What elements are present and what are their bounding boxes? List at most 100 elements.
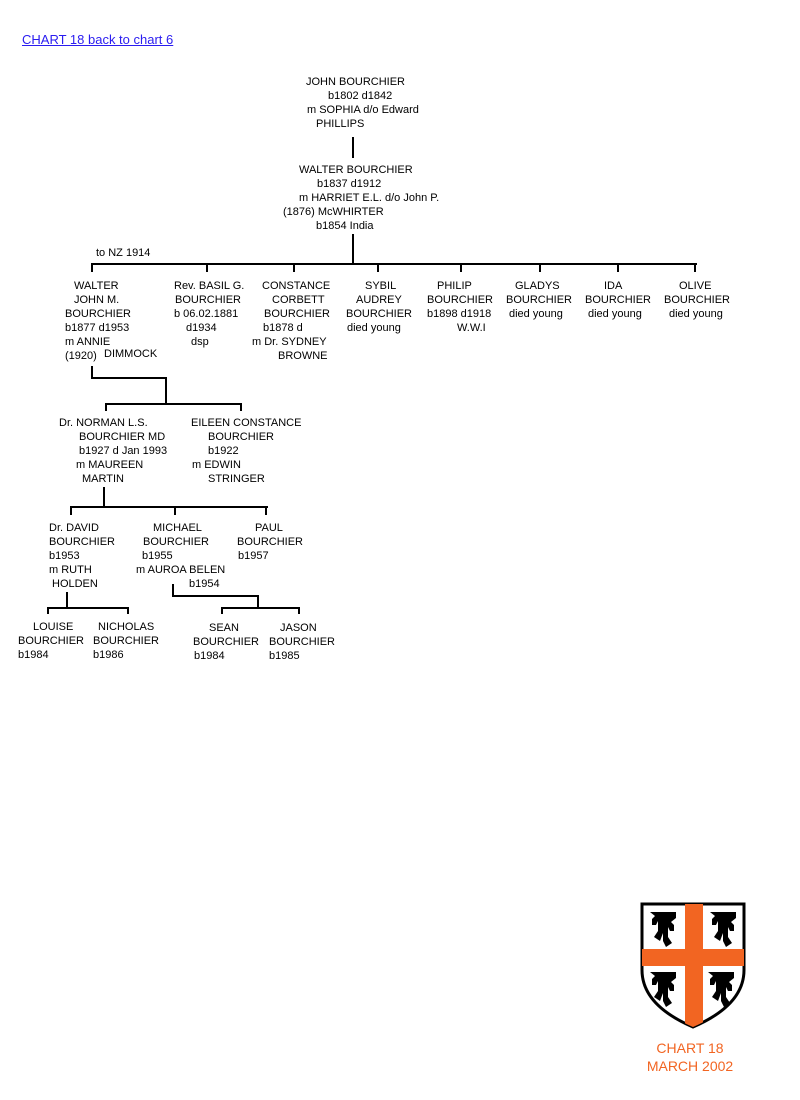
note-line: died young (347, 322, 401, 334)
name-line: CONSTANCE (262, 280, 331, 292)
spouse-surname: DIMMOCK (104, 348, 158, 360)
marriage-line: m AUROA BELEN (136, 564, 226, 576)
birth-line: b1854 India (316, 220, 374, 232)
spouse-birth-line: b1954 (189, 578, 220, 590)
dates-line: b1898 d1918 (427, 308, 492, 320)
name-line: NICHOLAS (98, 621, 155, 633)
name-line: GLADYS (515, 280, 560, 292)
name-line: BOURCHIER (18, 635, 85, 647)
marriage-line: MARTIN (82, 473, 124, 485)
name-line: BOURCHIER (93, 635, 160, 647)
coat-of-arms-shield-icon (640, 902, 746, 1029)
dates-line: b1877 d1953 (65, 322, 130, 334)
dates-line: b1957 (238, 550, 269, 562)
name-line: LOUISE (33, 621, 74, 633)
connector-line (352, 234, 354, 265)
connector-line (91, 366, 93, 379)
name-line: OLIVE (679, 280, 712, 292)
name-line: BOURCHIER (585, 294, 652, 306)
name-line: SEAN (209, 622, 239, 634)
name-line: JOHN BOURCHIER (306, 76, 406, 88)
connector-line (240, 403, 242, 411)
marriage-line: PHILLIPS (316, 118, 365, 130)
name-line: BOURCHIER (264, 308, 331, 320)
marriage-line: STRINGER (208, 473, 265, 485)
marriage-line: m EDWIN (192, 459, 241, 471)
back-to-chart-6-link[interactable]: CHART 18 back to chart 6 (22, 32, 174, 47)
dates-line: b1837 d1912 (317, 178, 382, 190)
name-line: BOURCHIER (143, 536, 210, 548)
name-line: BOURCHIER (506, 294, 573, 306)
name-line: BOURCHIER (427, 294, 494, 306)
marriage-line: m SOPHIA d/o Edward (307, 104, 419, 116)
connector-line (298, 607, 300, 614)
name-line: BOURCHIER (237, 536, 304, 548)
name-line: PHILIP (437, 280, 472, 292)
connector-line (257, 595, 259, 608)
name-line: BOURCHIER (193, 636, 260, 648)
connector-line (165, 377, 167, 405)
dates-line: b1802 d1842 (328, 90, 393, 102)
marriage-line: HOLDEN (52, 578, 98, 590)
dates-line: b1922 (208, 445, 239, 457)
name-line: SYBIL (365, 280, 397, 292)
note-line: dsp (191, 336, 209, 348)
dates-line: b1985 (269, 650, 300, 662)
dates-line: b1955 (142, 550, 173, 562)
marriage-line: m MAUREEN (76, 459, 144, 471)
connector-line (105, 403, 107, 411)
name-line: AUDREY (356, 294, 402, 306)
connector-line (352, 137, 354, 158)
connector-line (293, 263, 295, 272)
connector-line (694, 263, 696, 272)
marriage-line: m RUTH (49, 564, 92, 576)
sibling-bar (70, 506, 268, 508)
name-line: JASON (280, 622, 317, 634)
marriage-year: (1920) (65, 350, 97, 362)
connector-line (91, 263, 93, 272)
dates-line: b1984 (18, 649, 49, 661)
name-line: BOURCHIER (269, 636, 336, 648)
name-line: CORBETT (272, 294, 325, 306)
name-line: BOURCHIER (208, 431, 275, 443)
connector-line (206, 263, 208, 272)
dates-line: b1927 d Jan 1993 (79, 445, 168, 457)
connector-line (47, 607, 49, 614)
dates-line: b1984 (194, 650, 225, 662)
note-line: died young (588, 308, 642, 320)
note-line: died young (669, 308, 723, 320)
connector-line (91, 377, 167, 379)
connector-line (221, 607, 223, 614)
name-line: WALTER (74, 280, 119, 292)
name-line: MICHAEL (153, 522, 202, 534)
name-line: Dr. DAVID (49, 522, 99, 534)
dates-line: b1878 d (263, 322, 303, 334)
name-line: BOURCHIER (175, 294, 242, 306)
connector-line (66, 592, 68, 608)
name-line: WALTER BOURCHIER (299, 164, 413, 176)
name-line: BOURCHIER (65, 308, 132, 320)
sibling-bar (105, 403, 242, 405)
note-line: died young (509, 308, 563, 320)
dates-line: b 06.02.1881 (174, 308, 239, 320)
connector-line (127, 607, 129, 614)
marriage-line: m HARRIET E.L. d/o John P. (299, 192, 440, 204)
name-line: BOURCHIER (49, 536, 116, 548)
emigration-note: to NZ 1914 (96, 247, 151, 259)
marriage-line: m ANNIE (65, 336, 111, 348)
name-line: EILEEN CONSTANCE (191, 417, 302, 429)
sibling-bar (47, 607, 129, 609)
name-line: BOURCHIER (346, 308, 413, 320)
connector-line (172, 584, 174, 597)
marriage-line: m Dr. SYDNEY (252, 336, 327, 348)
dates-line: b1986 (93, 649, 124, 661)
connector-line (174, 506, 176, 515)
name-line: JOHN M. (74, 294, 120, 306)
chart-number-label: CHART 18 (656, 1040, 724, 1056)
marriage-line: BROWNE (278, 350, 328, 362)
note-line: W.W.I (457, 322, 486, 334)
sibling-bar (221, 607, 300, 609)
name-line: Dr. NORMAN L.S. (59, 417, 148, 429)
name-line: PAUL (255, 522, 283, 534)
dates-line: d1934 (186, 322, 217, 334)
